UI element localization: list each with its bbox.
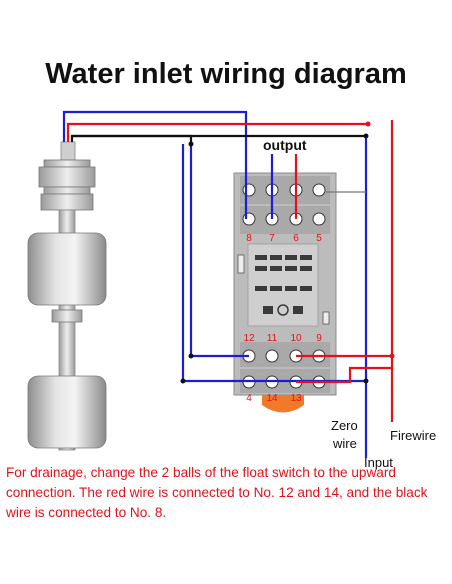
terminal-label-4: 4 bbox=[246, 393, 252, 404]
terminal-label-9: 9 bbox=[316, 333, 322, 344]
float-switch-icon bbox=[27, 141, 107, 451]
blue-wire-float bbox=[62, 110, 248, 219]
terminal-label-12: 12 bbox=[243, 333, 255, 344]
terminal-label-6: 6 bbox=[293, 233, 299, 244]
terminal-label-11: 11 bbox=[267, 333, 278, 344]
terminal-label-13: 13 bbox=[290, 393, 302, 404]
red-wire-float bbox=[66, 122, 368, 142]
drainage-note: For drainage, change the 2 balls of the … bbox=[6, 465, 428, 520]
wires bbox=[62, 110, 394, 458]
firewire-label: Firewire bbox=[390, 428, 436, 443]
input-label: Input bbox=[364, 455, 393, 470]
terminal-label-7: 7 bbox=[269, 233, 275, 244]
terminal-label-8: 8 bbox=[246, 233, 252, 244]
zero-wire-label-line1: Zero bbox=[331, 418, 358, 433]
output-label: output bbox=[263, 137, 307, 153]
zero-wire-label-line2: wire bbox=[332, 436, 357, 451]
terminal-label-10: 10 bbox=[290, 333, 302, 344]
page-title: Water inlet wiring diagram bbox=[45, 58, 407, 90]
terminal-label-5: 5 bbox=[316, 233, 322, 244]
terminal-label-14: 14 bbox=[266, 393, 278, 404]
